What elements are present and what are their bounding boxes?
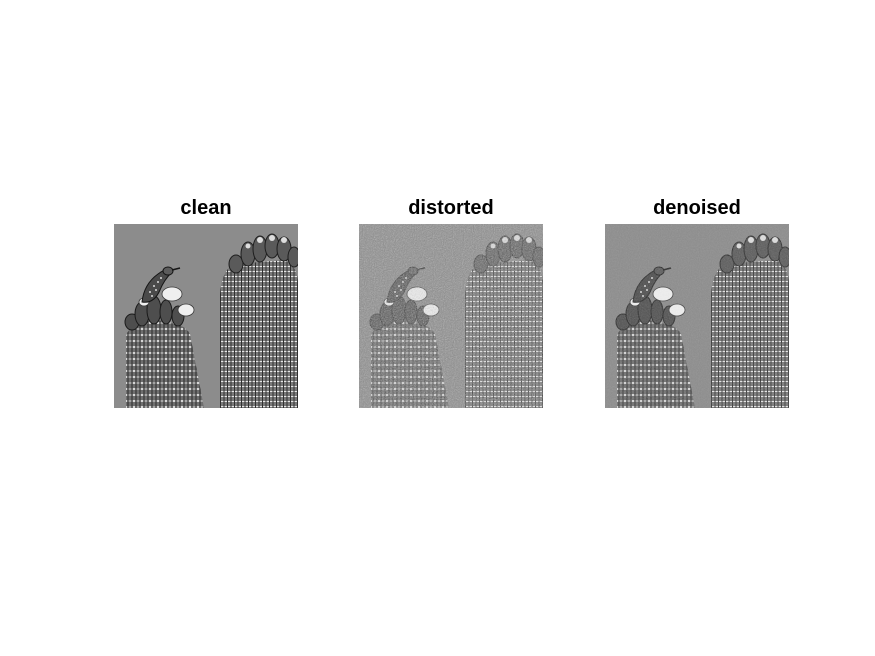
distorted-title: distorted <box>408 197 494 219</box>
denoised-panel: denoised <box>605 192 789 408</box>
denoised-title: denoised <box>653 197 741 219</box>
denoised-image <box>605 224 789 408</box>
clean-panel: clean <box>114 192 298 408</box>
clean-title: clean <box>180 197 232 219</box>
clean-image <box>114 224 298 408</box>
distorted-panel: distorted <box>359 192 543 408</box>
distorted-image <box>359 224 543 408</box>
